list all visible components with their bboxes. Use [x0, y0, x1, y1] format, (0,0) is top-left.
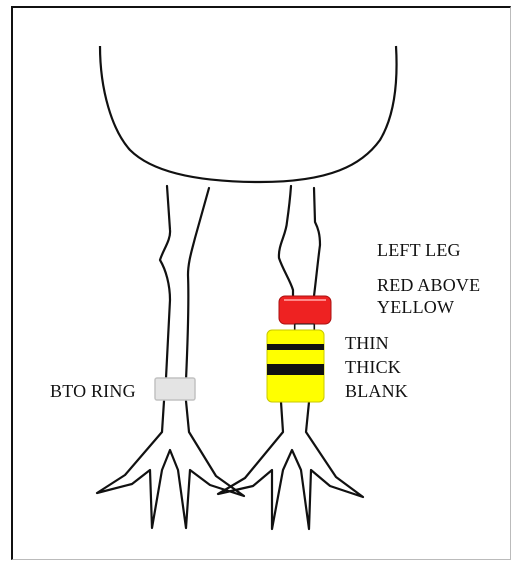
- bird-body: [100, 46, 397, 182]
- thick-stripe: [267, 364, 324, 375]
- right-leg: [97, 186, 244, 528]
- bto-ring: [155, 378, 195, 400]
- colour-label-line1: RED ABOVE: [377, 274, 480, 296]
- thin-label: THIN: [345, 332, 389, 354]
- bto-ring-label: BTO RING: [50, 380, 136, 402]
- left-leg-label: LEFT LEG: [377, 239, 461, 261]
- thin-stripe: [267, 344, 324, 350]
- leg-gap: [295, 324, 314, 330]
- blank-label: BLANK: [345, 380, 408, 402]
- yellow-ring: [267, 330, 324, 402]
- thick-label: THICK: [345, 356, 401, 378]
- colour-label-line2: YELLOW: [377, 296, 454, 318]
